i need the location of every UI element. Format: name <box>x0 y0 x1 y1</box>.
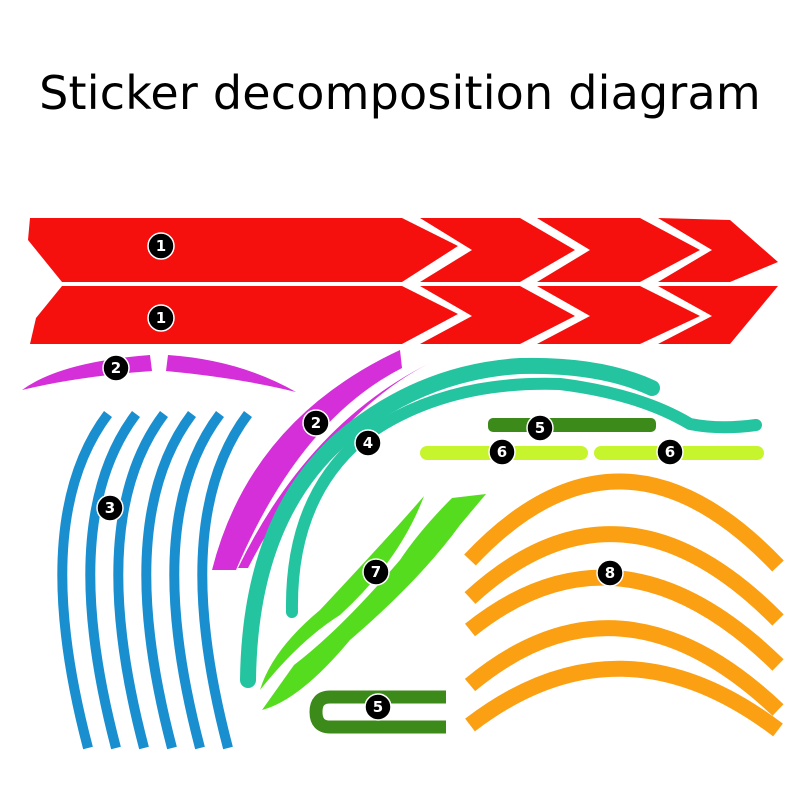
svg-text:4: 4 <box>363 434 373 452</box>
piece-3-arc-1 <box>57 410 112 750</box>
piece-2-arc-right <box>166 355 296 392</box>
piece-8-arc-1 <box>464 473 784 572</box>
badge-piece-8: 8 <box>596 559 624 587</box>
piece-4-outer <box>240 357 660 688</box>
badge-piece-5-top: 5 <box>526 414 554 442</box>
piece-1-top-chevron-b <box>537 218 700 282</box>
piece-1-top-main <box>28 218 458 282</box>
piece-1-bottom-chevron-a <box>420 286 575 344</box>
svg-text:8: 8 <box>605 564 615 582</box>
piece-8-arc-2 <box>464 526 784 626</box>
piece-2-curve-outer <box>212 350 402 570</box>
piece-7-leaf-right <box>262 494 486 710</box>
svg-text:2: 2 <box>111 359 121 377</box>
svg-text:6: 6 <box>497 443 507 461</box>
badges: 1 1 2 2 3 4 5 <box>96 232 684 721</box>
piece-7-group <box>260 494 486 710</box>
svg-text:6: 6 <box>665 443 675 461</box>
piece-1-bottom-main <box>30 286 458 344</box>
piece-7-leaf-left <box>260 496 424 690</box>
piece-3-arc-2 <box>85 410 140 750</box>
badge-piece-5-bottom: 5 <box>364 693 392 721</box>
page-title: Sticker decomposition diagram <box>39 66 761 120</box>
piece-3-arc-3 <box>113 410 168 750</box>
badge-piece-1-bottom: 1 <box>147 304 175 332</box>
badge-piece-1-top: 1 <box>147 232 175 260</box>
piece-8-arc-5 <box>465 660 783 737</box>
piece-8-group <box>464 473 784 737</box>
badge-piece-3: 3 <box>96 494 124 522</box>
badge-piece-4: 4 <box>354 429 382 457</box>
svg-text:3: 3 <box>105 499 115 517</box>
svg-text:1: 1 <box>156 309 166 327</box>
badge-piece-2-left: 2 <box>102 354 130 382</box>
piece-1-top-tip <box>658 218 778 282</box>
badge-piece-6-left: 6 <box>488 438 516 466</box>
svg-text:1: 1 <box>156 237 166 255</box>
piece-2-curve-inner <box>238 360 436 568</box>
piece-3-arc-5 <box>169 410 224 750</box>
badge-piece-7: 7 <box>362 558 390 586</box>
piece-1-bottom-chevron-b <box>537 286 700 344</box>
piece-3-arc-6 <box>197 410 252 750</box>
piece-6-group <box>420 446 764 460</box>
piece-5-bar <box>488 418 656 432</box>
piece-1-top-chevron-a <box>420 218 575 282</box>
piece-3-group <box>57 410 252 750</box>
piece-5-hook <box>309 690 446 734</box>
badge-piece-2-right: 2 <box>302 409 330 437</box>
svg-text:5: 5 <box>373 698 383 716</box>
svg-text:7: 7 <box>371 563 381 581</box>
piece-4-inner <box>285 377 762 618</box>
svg-text:2: 2 <box>311 414 321 432</box>
piece-3-arc-4 <box>141 410 196 750</box>
badge-piece-6-right: 6 <box>656 438 684 466</box>
piece-1-group <box>28 218 778 344</box>
piece-2-arc-left <box>22 355 152 390</box>
piece-4-group <box>240 357 762 688</box>
piece-1-bottom-tip <box>658 286 778 344</box>
piece-8-arc-4 <box>464 620 784 716</box>
svg-text:5: 5 <box>535 419 545 437</box>
